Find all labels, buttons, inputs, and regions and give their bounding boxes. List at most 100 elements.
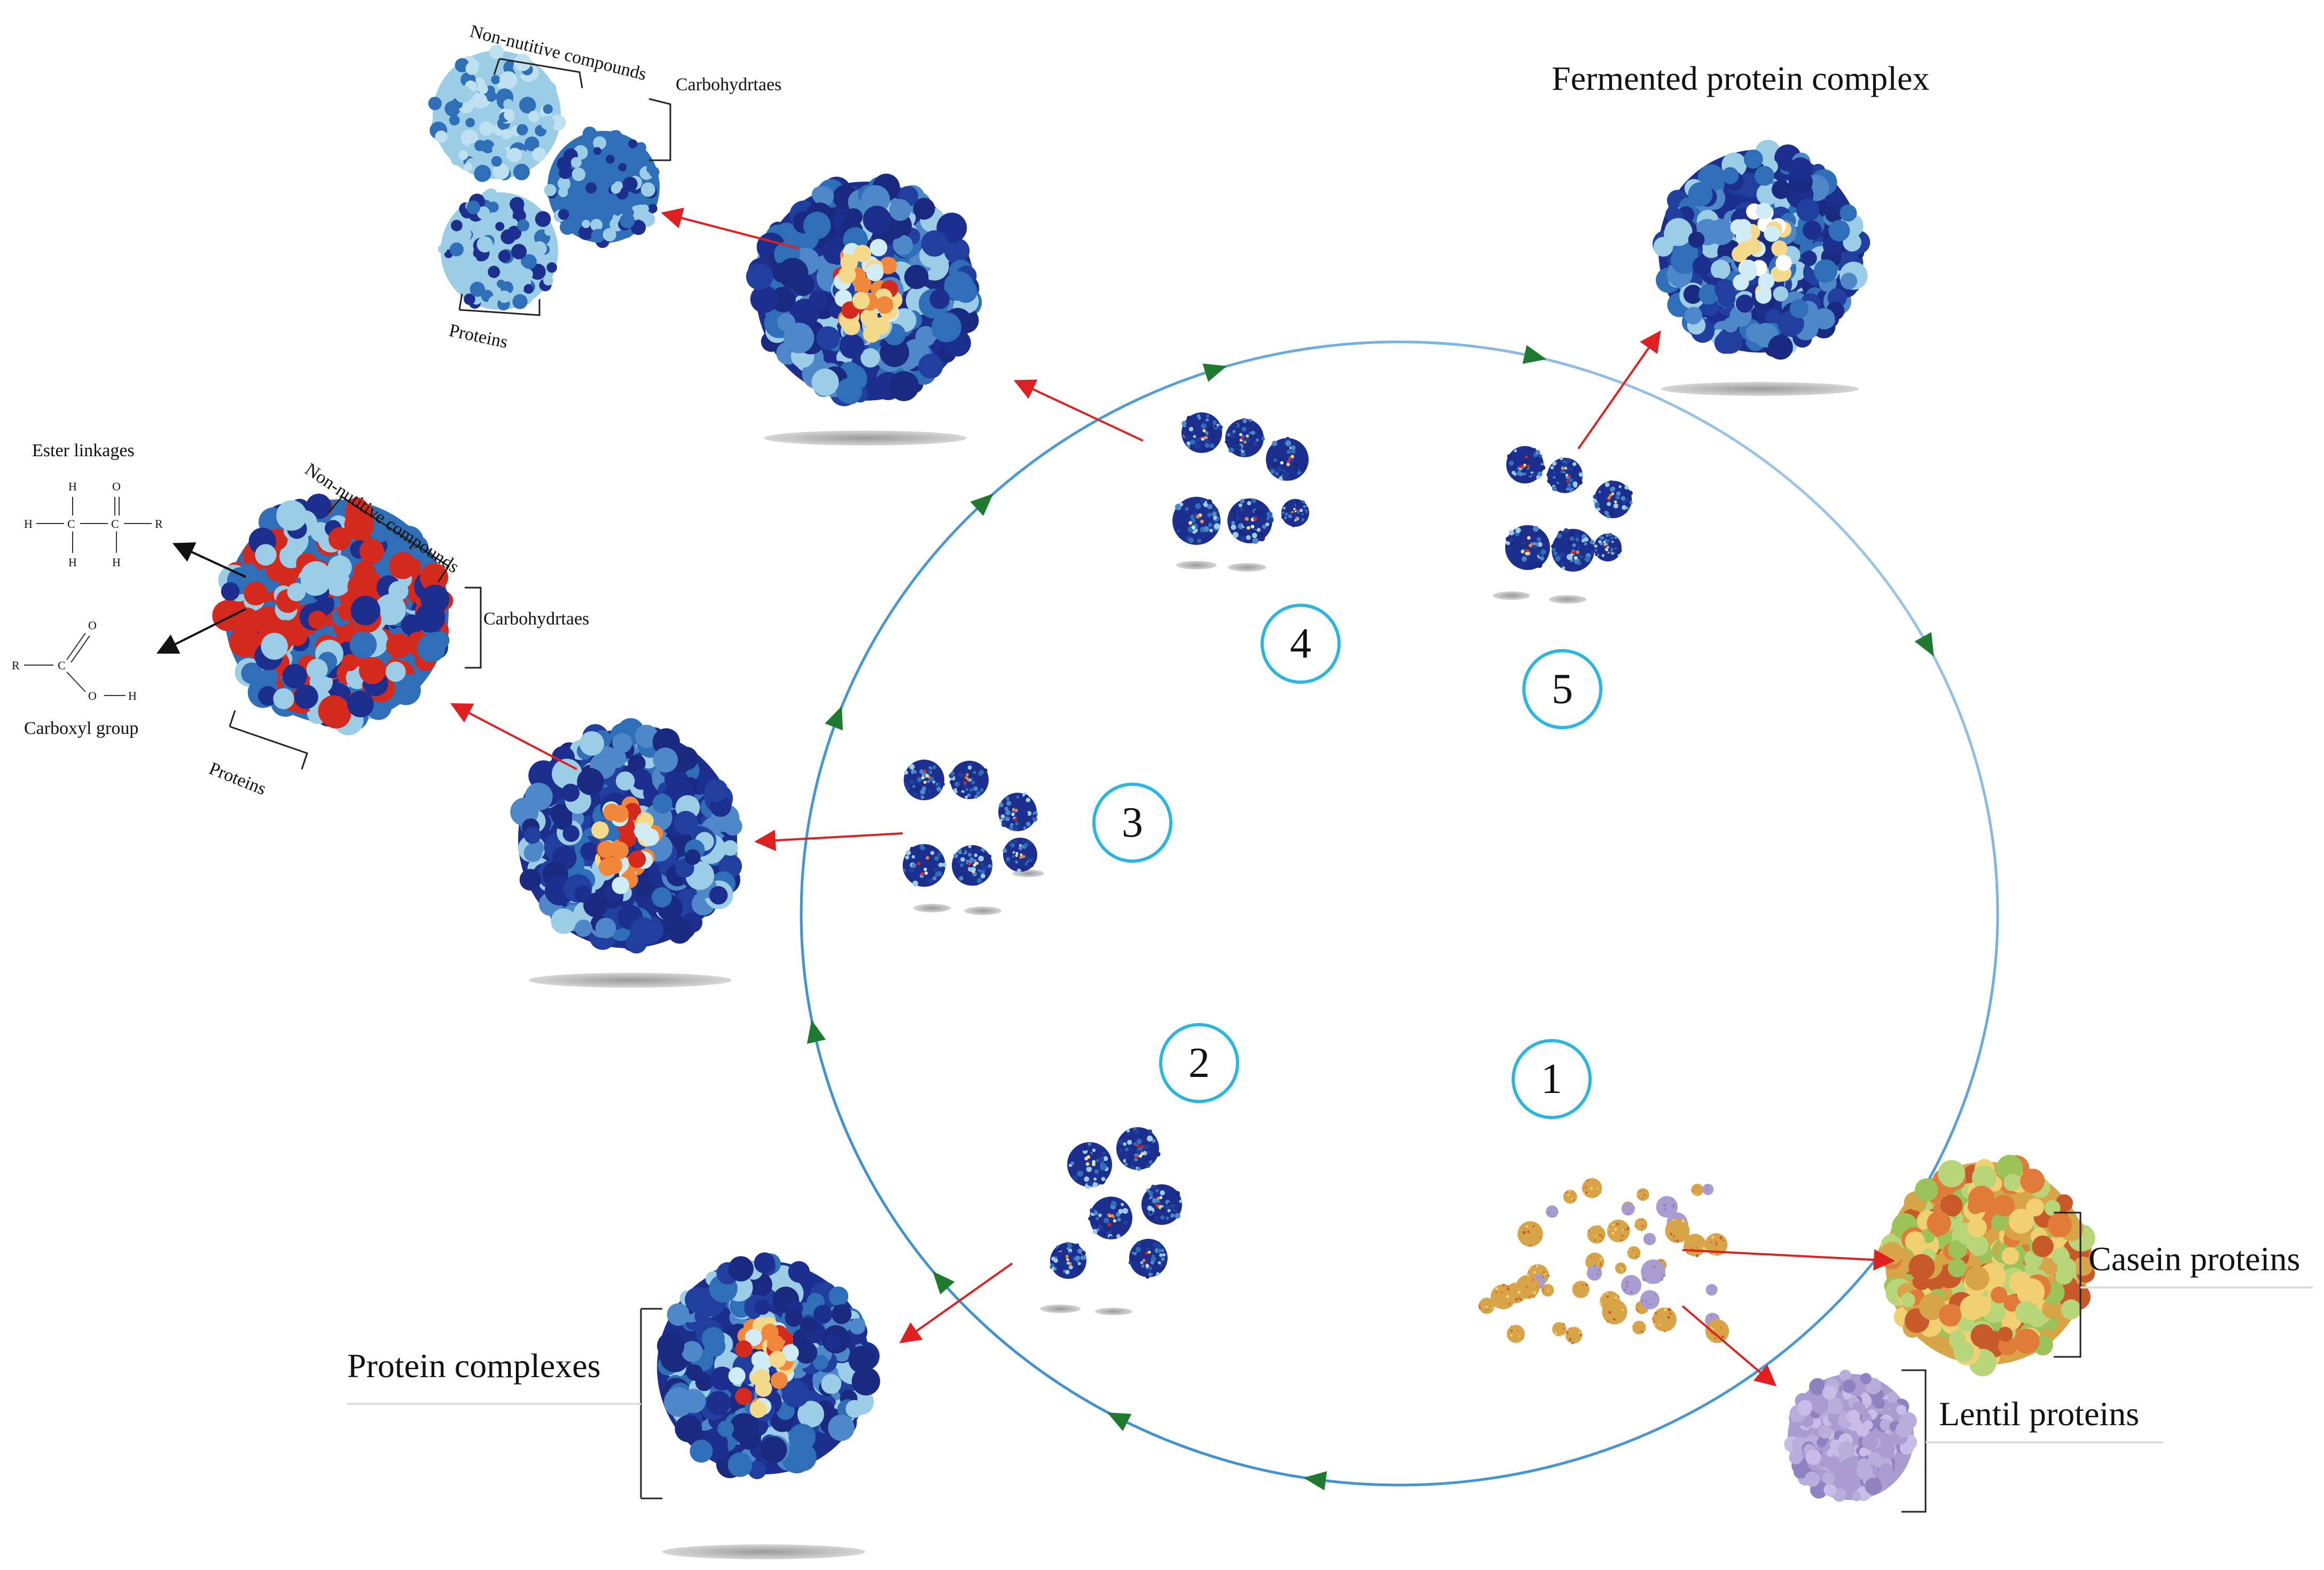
residue-sphere (1019, 843, 1022, 847)
residue-sphere (623, 229, 632, 238)
mixture-particle-body (1643, 1232, 1656, 1246)
residue-sphere (1624, 1201, 1626, 1204)
highlight-sphere (967, 862, 971, 866)
residue-sphere (1127, 1139, 1132, 1145)
residue-sphere (318, 695, 350, 727)
cycle-direction-arrow (1522, 345, 1547, 364)
residue-sphere (1680, 1229, 1684, 1232)
residue-sphere (1522, 1335, 1524, 1337)
residue-sphere (1722, 1239, 1725, 1241)
residue-sphere (974, 882, 978, 886)
residue-sphere (649, 167, 660, 177)
residue-sphere (524, 826, 541, 844)
mixture-particle (1478, 1298, 1495, 1314)
residue-sphere (1607, 490, 1610, 493)
residue-sphere (1715, 1288, 1717, 1291)
residue-sphere (917, 777, 922, 782)
mixture-particle (1691, 1183, 1704, 1196)
residue-sphere (255, 544, 277, 566)
residue-sphere (1618, 549, 1622, 552)
ester-atom-o: O (112, 480, 121, 493)
residue-sphere (684, 849, 701, 865)
residue-sphere (1535, 450, 1540, 455)
highlight-sphere (769, 1350, 786, 1368)
residue-sphere (1016, 811, 1021, 817)
residue-sphere (912, 785, 915, 788)
residue-sphere (1134, 1128, 1140, 1134)
residue-sphere (1575, 1286, 1577, 1288)
residue-sphere (1597, 507, 1601, 511)
residue-sphere (1709, 1287, 1711, 1290)
residue-sphere (1584, 1282, 1586, 1284)
residue-sphere (1621, 1266, 1622, 1267)
mixture-particle-body (1634, 1218, 1648, 1231)
residue-sphere (1606, 539, 1610, 543)
bracket-proteins-top (458, 293, 541, 316)
residue-sphere (1671, 1199, 1674, 1202)
residue-sphere (2026, 1198, 2044, 1217)
residue-sphere (1185, 507, 1188, 511)
residue-sphere (1160, 1207, 1165, 1212)
residue-sphere (1641, 1221, 1642, 1223)
residue-sphere (1150, 1215, 1155, 1220)
residue-sphere (1140, 1261, 1144, 1264)
residue-sphere (1145, 1193, 1151, 1199)
highlight-sphere (1745, 238, 1762, 255)
residue-sphere (1606, 1319, 1609, 1323)
mixture-particle-body (1585, 1252, 1605, 1271)
residue-sphere (1540, 556, 1544, 561)
residue-sphere (1715, 1319, 1717, 1322)
residue-sphere (927, 878, 933, 884)
residue-sphere (1153, 1242, 1158, 1248)
residue-sphere (860, 348, 880, 368)
residue-sphere (385, 661, 406, 682)
residue-sphere (1087, 1180, 1093, 1186)
residue-sphere (1282, 515, 1285, 517)
residue-sphere (1208, 426, 1214, 432)
highlight-sphere (751, 1351, 769, 1369)
residue-sphere (308, 611, 327, 629)
residue-sphere (1505, 536, 1511, 542)
residue-sphere (1092, 1229, 1098, 1235)
residue-sphere (640, 204, 649, 213)
residue-sphere (913, 198, 935, 220)
residue-sphere (739, 1428, 760, 1450)
residue-sphere (1604, 511, 1608, 514)
residue-sphere (1644, 1223, 1645, 1224)
residue-sphere (1590, 1186, 1593, 1190)
residue-sphere (1483, 1311, 1485, 1313)
residue-sphere (1138, 1269, 1141, 1272)
residue-sphere (795, 1341, 818, 1364)
residue-sphere (1578, 480, 1583, 485)
carboxyl-atom-h: H (128, 689, 137, 702)
residue-sphere (1590, 540, 1594, 544)
residue-sphere (1598, 490, 1601, 494)
residue-sphere (1608, 1310, 1612, 1314)
residue-sphere (1195, 503, 1201, 509)
residue-sphere (1626, 1281, 1630, 1284)
residue-sphere (244, 581, 268, 606)
residue-sphere (1305, 505, 1308, 507)
residue-sphere (1251, 533, 1257, 538)
ground-shadow (662, 1544, 865, 1559)
residue-sphere (562, 825, 580, 842)
residue-sphere (1629, 501, 1633, 504)
residue-sphere (1054, 1256, 1058, 1260)
step-3-badge: 3 (1092, 783, 1172, 863)
residue-sphere (513, 163, 530, 181)
residue-sphere (1661, 1260, 1663, 1262)
residue-sphere (1553, 1330, 1555, 1331)
residue-sphere (1571, 1341, 1574, 1345)
residue-sphere (1242, 521, 1249, 527)
highlight-sphere (1240, 436, 1243, 440)
residue-sphere (1093, 1177, 1097, 1181)
ester-atom-c2: C (111, 517, 119, 530)
residue-sphere (294, 684, 318, 709)
residue-sphere (1563, 462, 1566, 465)
residue-sphere (1150, 1260, 1155, 1264)
residue-sphere (1218, 425, 1223, 430)
residue-sphere (1291, 449, 1296, 454)
residue-sphere (1950, 1331, 1966, 1348)
residue-sphere (960, 792, 964, 796)
residue-sphere (1572, 543, 1576, 548)
